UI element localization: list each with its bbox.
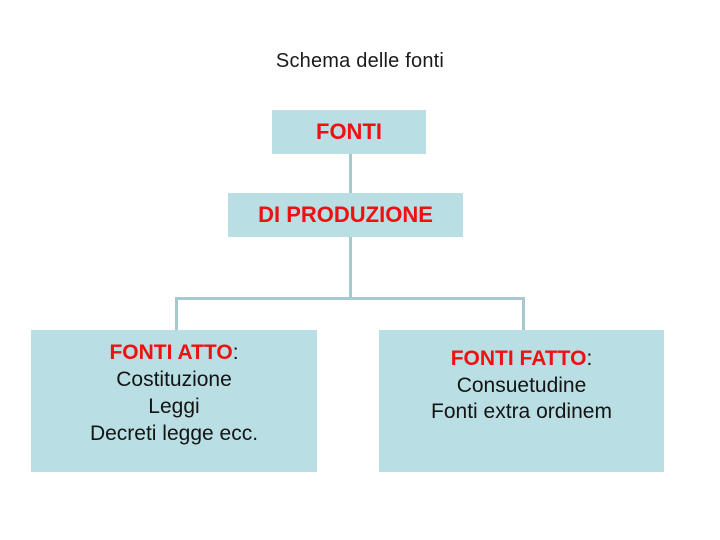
node-di-produzione-label: DI PRODUZIONE — [258, 202, 433, 228]
node-fonti-fatto-item: Fonti extra ordinem — [431, 400, 612, 424]
node-di-produzione: DI PRODUZIONE — [228, 193, 463, 237]
node-fonti-atto-heading: FONTI ATTO: — [109, 341, 238, 366]
node-fonti-fatto-heading-colon: : — [586, 346, 593, 370]
node-fonti-atto-item: Decreti legge ecc. — [89, 421, 259, 445]
page-title: Schema delle fonti — [275, 50, 445, 72]
connector-produzione-down — [349, 237, 352, 298]
node-fonti-atto-item: Leggi — [148, 395, 200, 418]
node-fonti-fatto: FONTI FATTO: Consuetudine Fonti extra or… — [379, 330, 664, 472]
node-fonti-atto-heading-colon: : — [232, 341, 239, 365]
node-fonti-fatto-heading: FONTI FATTO: — [451, 347, 593, 372]
connector-to-fonti-atto — [175, 297, 178, 331]
node-fonti-atto-item: Costituzione — [116, 368, 232, 392]
node-fonti-fatto-item: Consuetudine — [456, 373, 587, 397]
node-fonti-atto: FONTI ATTO: Costituzione Leggi Decreti l… — [31, 330, 317, 472]
connector-to-fonti-fatto — [522, 297, 525, 331]
connector-root-to-produzione — [349, 154, 352, 193]
node-fonti-fatto-heading-text: FONTI FATTO — [450, 346, 587, 370]
connector-horizontal-bar — [175, 297, 525, 300]
node-fonti: FONTI — [272, 110, 426, 154]
node-fonti-label: FONTI — [316, 119, 382, 145]
node-fonti-atto-heading-text: FONTI ATTO — [109, 341, 233, 365]
